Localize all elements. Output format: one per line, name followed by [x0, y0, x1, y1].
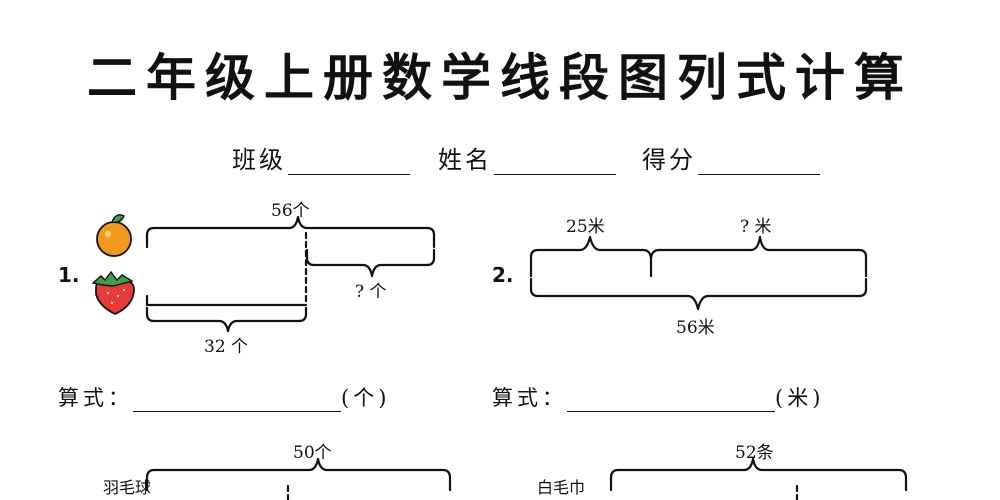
p3-top-total: 50个	[293, 443, 332, 463]
class-field[interactable]: 班级	[232, 140, 410, 175]
p1-strawberry-segment	[145, 294, 308, 307]
p2-right-part: ? 米	[740, 217, 772, 237]
p4-top-brace	[609, 457, 908, 492]
class-label: 班级	[232, 146, 286, 174]
score-field[interactable]: 得分	[642, 140, 820, 175]
p1-top-total: 56个	[271, 201, 310, 221]
p2-right-brace	[649, 235, 868, 278]
name-blank[interactable]	[494, 150, 616, 175]
orange-icon	[96, 214, 132, 257]
p4-top-total: 52条	[735, 443, 774, 463]
p2-number: 2.	[492, 263, 514, 287]
p1-number: 1.	[58, 263, 80, 287]
p4-item-label: 白毛巾	[537, 478, 586, 497]
p2-left-brace	[529, 235, 653, 278]
p1-bottom-brace	[145, 306, 308, 333]
p1-answer-prefix: 算式：	[58, 386, 133, 410]
p3-item-label: 羽毛球	[103, 478, 152, 497]
p1-answer-row: 算式： (个)	[58, 382, 390, 412]
page-title: 二年级上册数学线段图列式计算	[87, 49, 913, 107]
p1-right-brace	[305, 248, 436, 278]
p1-answer-unit: (个)	[341, 386, 391, 410]
p1-top-brace	[145, 215, 436, 249]
p1-bottom-part: 32 个	[204, 337, 249, 357]
p1-answer-blank[interactable]	[133, 389, 341, 412]
p2-left-part: 25米	[566, 217, 605, 237]
p3-top-brace	[145, 457, 452, 492]
p2-answer-row: 算式： (米)	[492, 382, 824, 412]
name-field[interactable]: 姓名	[438, 140, 616, 175]
p2-total-brace	[529, 277, 868, 311]
p1-right-part: ? 个	[355, 282, 387, 302]
name-label: 姓名	[438, 146, 492, 174]
p2-total: 56米	[676, 318, 715, 338]
score-blank[interactable]	[698, 150, 820, 175]
p2-answer-blank[interactable]	[567, 389, 775, 412]
p2-answer-unit: (米)	[775, 386, 825, 410]
strawberry-icon	[91, 270, 135, 315]
score-label: 得分	[642, 146, 696, 174]
p2-answer-prefix: 算式：	[492, 386, 567, 410]
class-blank[interactable]	[288, 150, 410, 175]
